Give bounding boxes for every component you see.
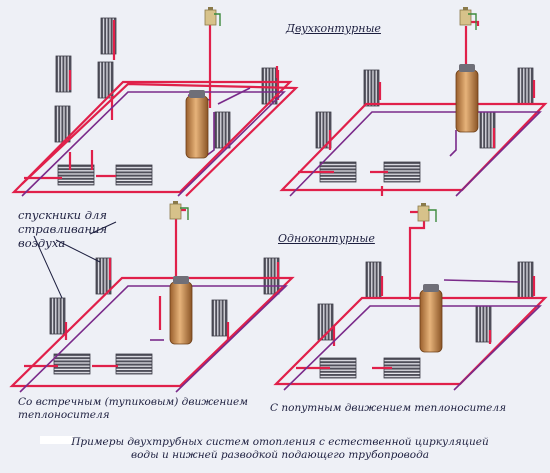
supply-pipe — [11, 20, 299, 197]
valve-icon — [180, 207, 189, 220]
return-pipe — [283, 279, 542, 391]
expansion-tank-icon — [169, 200, 182, 220]
supply-pipe — [273, 210, 548, 386]
expansion-tank-icon — [417, 202, 430, 222]
dead-end-flow-label: Со встречным (тупиковым) движением тепло… — [18, 396, 248, 421]
figure-caption: Примеры двухтрубных систем отопления с е… — [71, 436, 489, 461]
parallel-flow-label: С попутным движением теплоносителя — [270, 402, 507, 414]
boiler-icon — [455, 63, 479, 133]
radiator-icon — [315, 67, 534, 183]
valve-icon — [214, 13, 221, 26]
expansion-tank-icon — [204, 6, 217, 26]
return-pipe — [19, 285, 288, 393]
valve-icon — [468, 13, 477, 30]
air-vents-callout: спускники для стравливания воздуха — [18, 208, 108, 250]
radiator-icon — [54, 17, 278, 186]
supply-pipe — [9, 208, 295, 388]
boiler-icon — [419, 283, 443, 353]
expansion-tank-icon — [459, 6, 472, 26]
scheme-top-right — [279, 6, 548, 197]
single-circuit-heading: Одноконтурные — [278, 232, 375, 245]
valve-icon — [428, 209, 437, 222]
boiler-icon — [185, 89, 209, 159]
blank-patch — [40, 436, 74, 444]
scheme-bottom-left — [9, 200, 295, 393]
boiler-icon — [169, 275, 193, 345]
air-vent-arrow-icon — [33, 221, 117, 299]
scheme-top-left — [11, 6, 299, 197]
scheme-bottom-right — [273, 202, 548, 391]
dual-circuit-heading: Двухконтурные — [286, 22, 381, 35]
